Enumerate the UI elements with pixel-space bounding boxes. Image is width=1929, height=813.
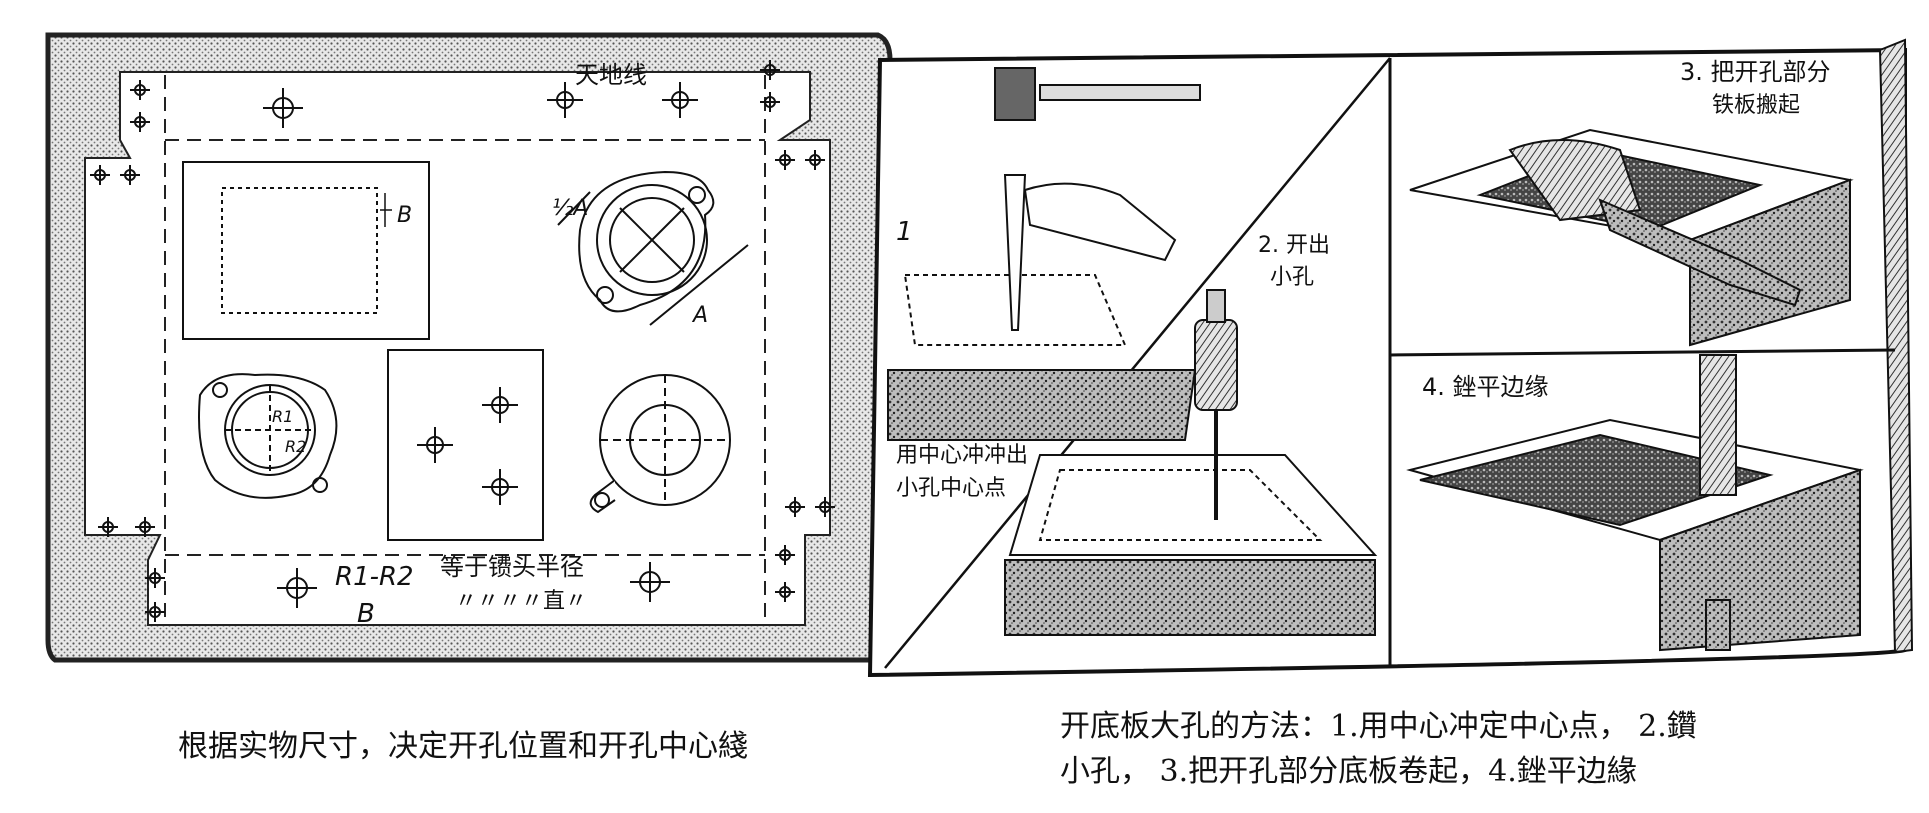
top-strip-holes: [263, 82, 698, 128]
top-label: 天地线: [575, 61, 647, 89]
dim-r1-label: R1: [272, 407, 293, 426]
bottom-strip-holes: [277, 562, 670, 608]
formula-denominator: B: [357, 599, 375, 629]
right-caption-line2: 小孔， 3.把开孔部分底板卷起，4.銼平边緣: [1060, 754, 1637, 789]
flange-socket-cutout: [557, 170, 749, 326]
step4-illustration: [1406, 354, 1864, 652]
fold-lines: [164, 75, 766, 620]
step3-text-line1: 3. 把开孔部分: [1680, 58, 1831, 86]
dim-r2-label: R2: [285, 437, 306, 456]
step3-text-line2: 铁板搬起: [1712, 93, 1800, 118]
unfolded-chassis-outline: [84, 71, 831, 626]
formula-text-line2: 〃〃〃〃直〃: [455, 589, 587, 614]
dim-half-a-label: ½A: [552, 196, 588, 221]
step1-text-line2: 小孔中心点: [896, 476, 1006, 501]
step4-text: 4. 銼平边缘: [1422, 373, 1549, 401]
step1-text-line1: 用中心冲冲出: [896, 443, 1028, 468]
step2-illustration: [1004, 289, 1378, 636]
right-page-edge: [1878, 38, 1914, 654]
corner-hole-markers: [90, 60, 835, 622]
left-caption: 根据实物尺寸，决定开孔位置和开孔中心綫: [178, 729, 748, 764]
right-panel-method-drawing: 1 用中心冲冲出 小孔中心点 2. 开出 小孔 3. 把开孔部分 铁板搬起: [867, 38, 1914, 678]
right-caption-line1: 开底板大孔的方法：1.用中心冲定中心点， 2.鑽: [1060, 709, 1697, 744]
rectangular-cutout: [182, 161, 430, 340]
step1-number: 1: [896, 217, 913, 247]
step2-text-line1: 2. 开出: [1258, 233, 1330, 258]
formula-numerator: R1-R2: [335, 562, 414, 592]
formula-text-line1: 等于镄头半径: [440, 553, 584, 581]
round-socket-with-tab-cutout: [589, 374, 731, 514]
left-panel-layout-drawing: 天地线 B ½A A: [45, 32, 893, 663]
step3-illustration: [1409, 128, 1854, 347]
step2-text-line2: 小孔: [1270, 265, 1314, 290]
step1-illustration: [887, 67, 1201, 441]
flange-r1-r2-cutout: [198, 373, 338, 499]
dim-b-label: B: [397, 203, 412, 228]
square-plate-cutout: [387, 349, 544, 541]
dim-a-label: A: [691, 303, 708, 328]
